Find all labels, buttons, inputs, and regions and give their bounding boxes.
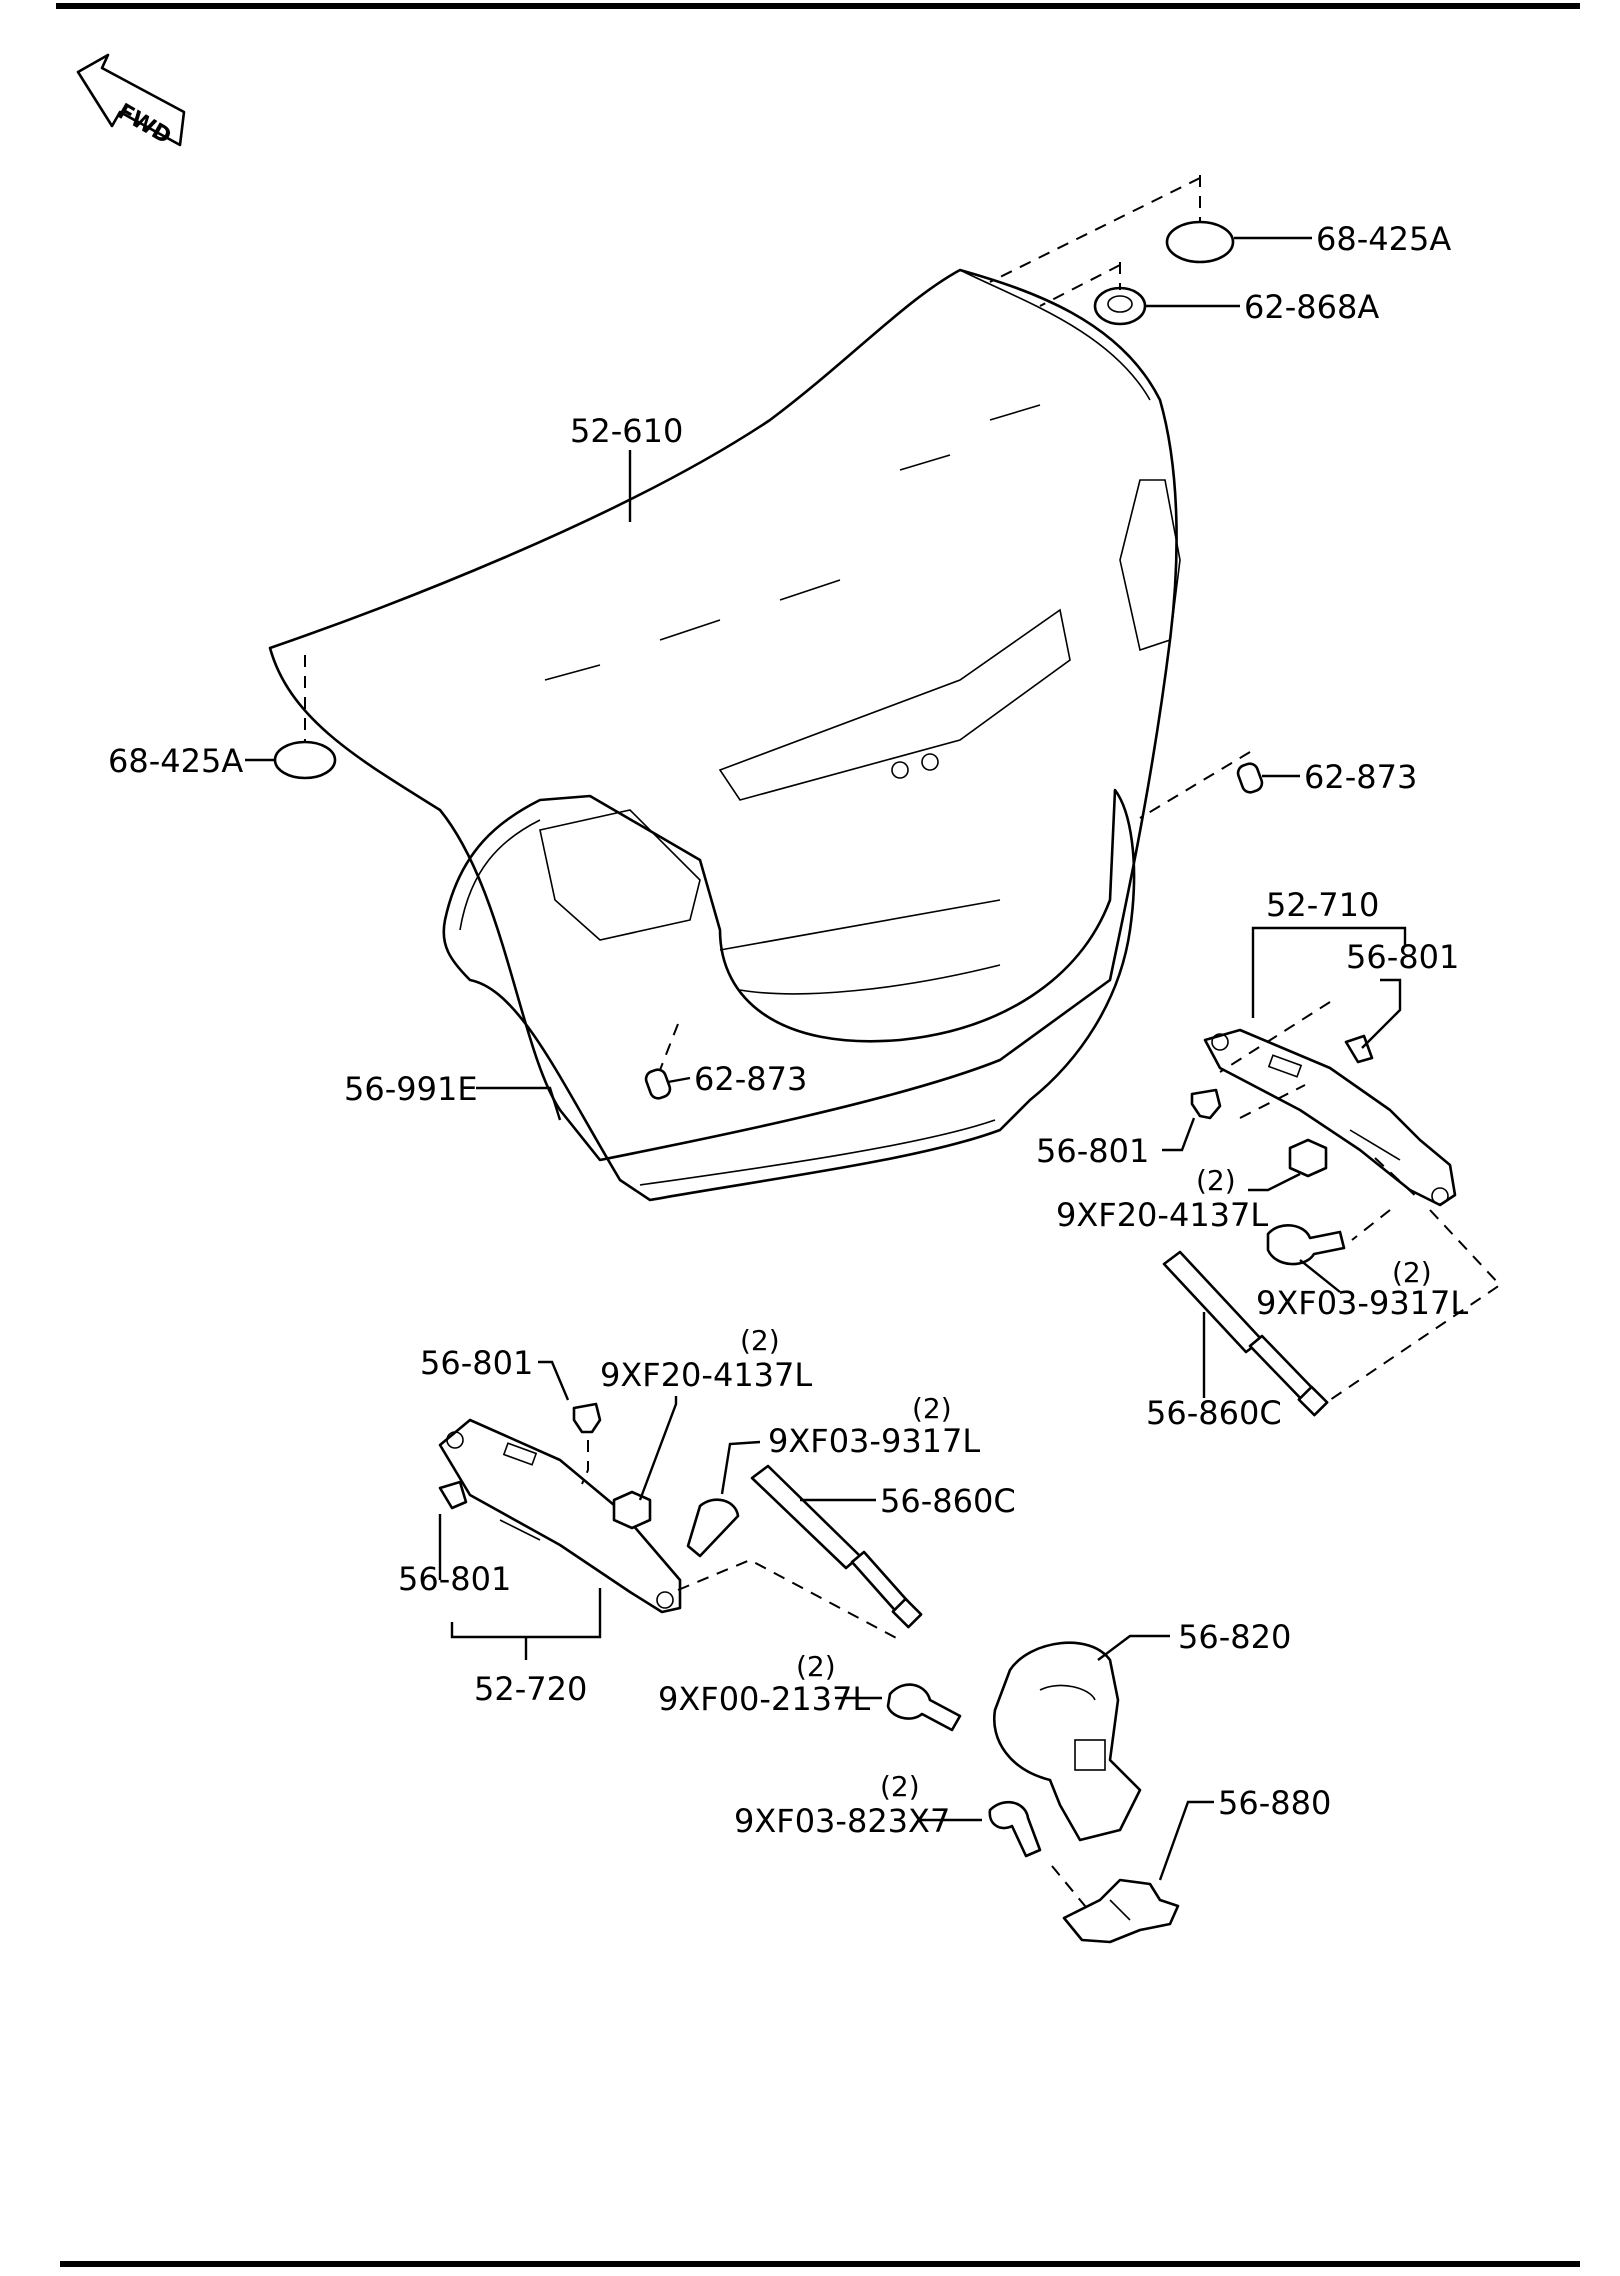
qty-nut-left: (2) — [740, 1324, 780, 1357]
label-grommet-top: 62-868A — [1244, 288, 1379, 326]
label-striker: 56-880 — [1218, 1784, 1331, 1822]
label-cap-top: 68-425A — [1316, 220, 1451, 258]
label-bumper-bottom: 62-873 — [694, 1060, 807, 1098]
label-clip-left-lower: 56-801 — [398, 1560, 511, 1598]
label-strut-right: 56-860C — [1146, 1394, 1282, 1432]
strut-right-illustration — [1162, 1250, 1329, 1417]
cap-top-icon — [1165, 220, 1235, 264]
qty-bolt-right: (2) — [1392, 1256, 1432, 1289]
label-bumper-right: 62-873 — [1304, 758, 1417, 796]
striker-illustration — [1062, 1878, 1180, 1944]
label-strut-left: 56-860C — [880, 1482, 1016, 1520]
hinge-right-illustration — [1203, 1028, 1457, 1207]
label-clip-right-upper: 56-801 — [1346, 938, 1459, 976]
bolt-striker-icon — [988, 1800, 1042, 1858]
nut-left-icon — [612, 1490, 652, 1530]
qty-bolt-left: (2) — [912, 1392, 952, 1425]
weatherstrip-illustration — [442, 788, 1136, 1202]
strut-left-illustration — [750, 1464, 923, 1629]
label-hinge-left: 52-720 — [474, 1670, 587, 1708]
bolt-left-icon — [686, 1498, 740, 1558]
forward-arrow-icon: FWD — [76, 53, 186, 150]
bolt-right-icon — [1266, 1224, 1346, 1266]
qty-bolt-striker: (2) — [880, 1770, 920, 1803]
label-clip-right-lower: 56-801 — [1036, 1132, 1149, 1170]
qty-nut-right: (2) — [1196, 1164, 1236, 1197]
bumper-right-icon — [1236, 762, 1264, 794]
label-bolt-latch: 9XF00-2137L — [658, 1680, 870, 1718]
latch-illustration — [992, 1641, 1142, 1842]
label-trunk-lid: 52-610 — [570, 412, 683, 450]
label-cap-left: 68-425A — [108, 742, 243, 780]
label-hinge-right: 52-710 — [1266, 886, 1379, 924]
hinge-left-illustration — [438, 1418, 682, 1614]
label-bolt-right: 9XF03-9317L — [1256, 1284, 1468, 1322]
qty-bolt-latch: (2) — [796, 1650, 836, 1683]
cap-left-icon — [273, 740, 337, 780]
clip-right-lower-icon — [1190, 1088, 1222, 1120]
label-nut-left: 9XF20-4137L — [600, 1356, 812, 1394]
label-bolt-striker: 9XF03-823X7 — [734, 1802, 950, 1840]
clip-right-upper-icon — [1344, 1034, 1374, 1064]
grommet-top-icon — [1093, 286, 1147, 326]
label-nut-right: 9XF20-4137L — [1056, 1196, 1268, 1234]
clip-left-lower-icon — [438, 1480, 468, 1510]
label-weatherstrip: 56-991E — [344, 1070, 478, 1108]
label-clip-left-upper: 56-801 — [420, 1344, 533, 1382]
label-latch: 56-820 — [1178, 1618, 1291, 1656]
bumper-bottom-icon — [644, 1068, 672, 1100]
label-bolt-left: 9XF03-9317L — [768, 1422, 980, 1460]
trunk-lid-illustration — [268, 268, 1181, 1162]
bolt-latch-icon — [886, 1683, 962, 1732]
clip-left-upper-icon — [572, 1402, 602, 1434]
nut-right-icon — [1288, 1138, 1328, 1178]
